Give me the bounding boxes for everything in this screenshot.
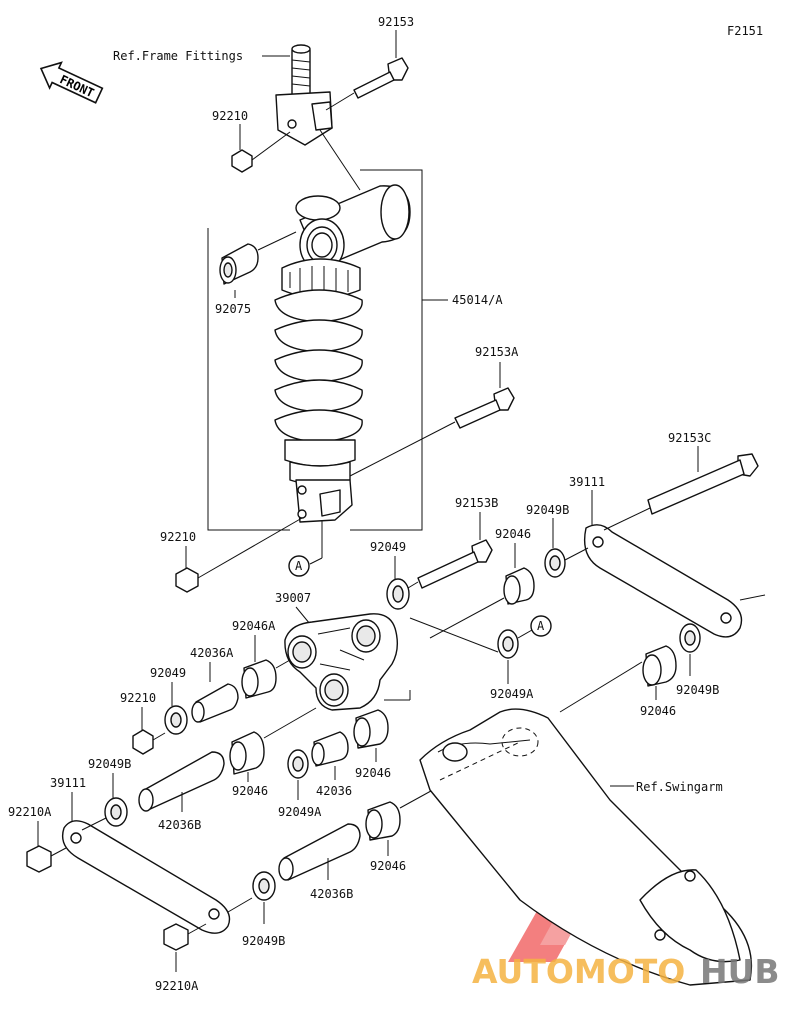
bolt-92153B: [417, 539, 493, 589]
bearing-92046-right: [642, 645, 677, 687]
part-92046-mid-label: 92046: [355, 766, 391, 780]
part-92049A-right-label: 92049A: [490, 687, 534, 701]
watermark-text-automoto: AUTOMOTO: [472, 952, 685, 991]
part-39007-label: 39007: [275, 591, 311, 605]
watermark-text-hub: HUB: [700, 952, 780, 991]
washer-92049B-right: [679, 623, 701, 653]
figure-code: F2151: [727, 24, 763, 38]
part-92049A-center-label: 92049A: [278, 805, 322, 819]
nut-92210-mid: [175, 567, 199, 593]
part-92046A-label: 92046A: [232, 619, 276, 633]
bearing-92046-top: [503, 567, 535, 605]
part-92049-left-label: 92049: [150, 666, 186, 680]
tie-rod-39111-right: [583, 524, 743, 638]
nut-92210A-bottom: [163, 923, 189, 951]
part-92210A-left-label: 92210A: [8, 805, 52, 819]
ref-swingarm-label: Ref.Swingarm: [636, 780, 723, 794]
bearing-92046-center: [229, 731, 265, 775]
part-92153-label: 92153: [378, 15, 414, 29]
part-92153B-label: 92153B: [455, 496, 498, 510]
part-92210-mid-label: 92210: [160, 530, 196, 544]
part-92210-left-label: 92210: [120, 691, 156, 705]
part-92049B-bottom-label: 92049B: [242, 934, 285, 948]
washer-92049-top: [386, 578, 410, 610]
front-arrow-icon: FRONT: [39, 61, 104, 104]
part-92153C-label: 92153C: [668, 431, 711, 445]
callout-a-circle-lower: [530, 615, 552, 637]
nut-92210A-left: [26, 845, 52, 873]
washer-92049B-bottom: [252, 871, 276, 901]
part-92049B-left-label: 92049B: [88, 757, 131, 771]
part-92046-low-label: 92046: [370, 859, 406, 873]
part-92210-top-label: 92210: [212, 109, 248, 123]
part-92046-center-label: 92046: [232, 784, 268, 798]
collar-42036: [311, 731, 349, 767]
bearing-92046-low: [365, 801, 401, 841]
rocker-arm-39007: [284, 613, 399, 711]
bolt-92153: [353, 57, 409, 99]
part-92075-label: 92075: [215, 302, 251, 316]
part-92153A-label: 92153A: [475, 345, 519, 359]
collar-42036B-upper: [138, 751, 225, 812]
part-45014A-label: 45014/A: [452, 293, 503, 307]
collar-42036B-lower: [278, 823, 361, 881]
frame-fitting: [275, 44, 333, 146]
nut-92210-top: [231, 149, 253, 173]
washer-92049-left: [164, 705, 188, 735]
part-92049B-top-label: 92049B: [526, 503, 569, 517]
collar-42036A: [191, 683, 239, 723]
part-39111-left-label: 39111: [50, 776, 86, 790]
part-92210A-bottom-label: 92210A: [155, 979, 199, 993]
bolt-92153A: [454, 387, 515, 429]
washer-92049A-right: [497, 629, 519, 659]
swingarm-reference: [419, 708, 753, 986]
part-42036B-upper-label: 42036B: [158, 818, 201, 832]
bearing-92046A: [241, 659, 277, 699]
callout-a-circle-upper: [288, 555, 310, 577]
part-42036-label: 42036: [316, 784, 352, 798]
callout-a-upper: A: [295, 559, 303, 573]
washer-92049A-center: [287, 749, 309, 779]
part-39111-right-label: 39111: [569, 475, 605, 489]
bushing-92075: [219, 243, 259, 285]
part-92049B-right-label: 92049B: [676, 683, 719, 697]
washer-92049B-top: [544, 548, 566, 578]
ref-frame-fittings-label: Ref.Frame Fittings: [113, 49, 243, 63]
part-92049-top-label: 92049: [370, 540, 406, 554]
bearing-92046-mid: [353, 709, 389, 749]
bolt-92153C: [647, 453, 759, 515]
rear-shock-absorber: [274, 184, 411, 523]
part-92046-top-label: 92046: [495, 527, 531, 541]
nut-92210-left: [132, 729, 154, 755]
callout-a-lower: A: [537, 619, 545, 633]
tie-rod-39111-left: [61, 820, 231, 934]
part-92046-right-label: 92046: [640, 704, 676, 718]
part-42036B-lower-label: 42036B: [310, 887, 353, 901]
washer-92049B-left: [104, 797, 128, 827]
part-42036A-label: 42036A: [190, 646, 234, 660]
